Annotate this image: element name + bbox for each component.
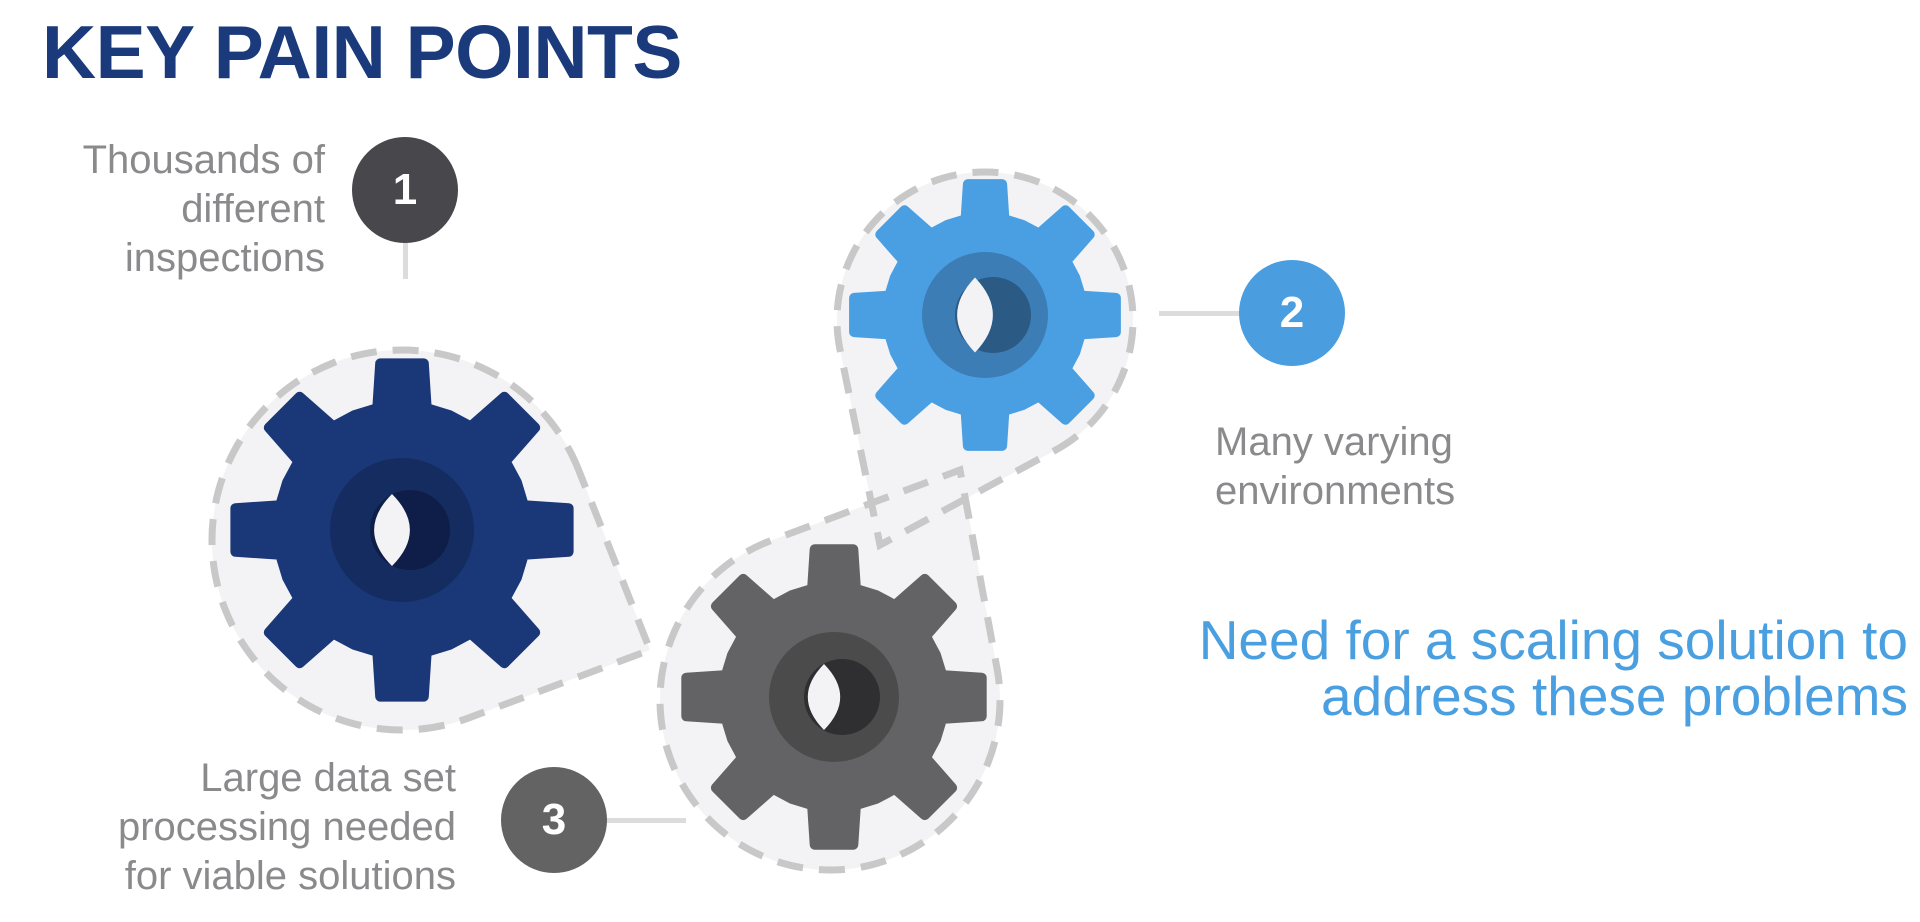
pain-point-2-line-1: Many varying xyxy=(1215,420,1453,464)
badge-number-1: 1 xyxy=(392,165,418,214)
slide-title: KEY PAIN POINTS xyxy=(42,10,682,94)
connector-line-3 xyxy=(606,818,686,823)
scaling-solution-callout: Need for a scaling solution to address t… xyxy=(1199,612,1908,724)
pain-point-1-label: Thousands of different inspections xyxy=(83,136,325,283)
pain-point-2-line-2: environments xyxy=(1215,469,1456,513)
callout-line-1: Need for a scaling solution to xyxy=(1198,609,1908,671)
gray-gear-icon xyxy=(681,544,987,850)
pain-point-3-line-3: for viable solutions xyxy=(124,854,456,898)
number-badge-3: 3 xyxy=(501,767,607,873)
pain-point-1-line-1: Thousands of xyxy=(82,138,325,182)
pain-point-1-line-3: inspections xyxy=(124,236,325,280)
pain-point-3-line-2: processing needed xyxy=(117,805,456,849)
badge-number-2: 2 xyxy=(1279,288,1305,337)
pain-point-3-line-1: Large data set xyxy=(200,756,456,800)
number-badge-1: 1 xyxy=(352,137,458,243)
number-badge-2: 2 xyxy=(1239,260,1345,366)
gear-icons xyxy=(230,179,1121,850)
connector-line-1 xyxy=(403,243,408,279)
callout-line-2: address these problems xyxy=(1321,665,1908,727)
light-blue-gear-icon xyxy=(849,179,1121,451)
pain-point-2-label: Many varying environments xyxy=(1215,418,1455,516)
pain-point-3-label: Large data set processing needed for via… xyxy=(118,754,456,901)
dark-blue-gear-icon xyxy=(230,358,574,702)
badge-number-3: 3 xyxy=(541,795,567,844)
connector-line-2 xyxy=(1159,311,1241,316)
pain-point-1-line-2: different xyxy=(181,187,325,231)
